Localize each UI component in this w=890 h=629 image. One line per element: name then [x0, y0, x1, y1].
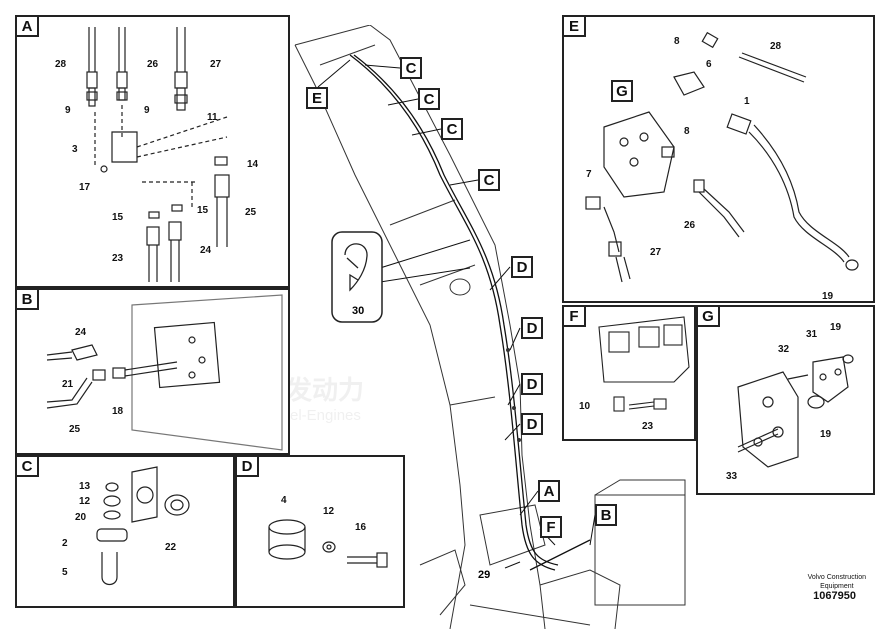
callout-g: G [611, 80, 633, 102]
label-4: 4 [281, 495, 287, 506]
label-6: 6 [706, 59, 712, 70]
label-8: 8 [674, 36, 680, 47]
label-28: 28 [55, 59, 67, 70]
label-29: 29 [478, 569, 490, 581]
callout-d: D [511, 256, 533, 278]
callout-a: A [538, 480, 560, 502]
panel-c: C 13 12 20 2 5 22 [15, 455, 235, 608]
callout-c: C [400, 57, 422, 79]
label-2: 2 [62, 538, 68, 549]
label-25: 25 [69, 424, 81, 435]
label-3: 3 [72, 144, 78, 155]
panel-tag: C [17, 457, 39, 477]
document-number: 1067950 [813, 590, 856, 602]
panel-d-drawing: 4 12 16 [268, 495, 388, 568]
panel-e: E G 8 28 6 1 8 7 26 27 19 [562, 15, 875, 303]
label-7: 7 [586, 169, 592, 180]
label-19: 19 [820, 429, 832, 440]
label-19: 19 [822, 291, 834, 301]
label-1: 1 [744, 96, 750, 107]
panel-e-drawing: 8 28 6 1 8 7 26 27 19 [585, 31, 859, 301]
label-27: 27 [650, 247, 662, 258]
label-15: 15 [112, 212, 124, 223]
panel-f: F 10 23 [562, 305, 696, 441]
label-16: 16 [355, 522, 367, 533]
label-5: 5 [62, 567, 68, 578]
panel-d: D 4 12 16 [235, 455, 405, 608]
label-32: 32 [778, 344, 790, 355]
label-28: 28 [770, 41, 782, 52]
brand-sub: Equipment [820, 583, 854, 590]
label-27: 27 [210, 59, 222, 70]
panel-tag: G [698, 307, 720, 327]
callout-d: D [521, 413, 543, 435]
label-23: 23 [642, 421, 654, 432]
panel-c-drawing: 13 12 20 2 5 22 [62, 466, 190, 586]
callout-c: C [418, 88, 440, 110]
label-20: 20 [75, 512, 87, 523]
label-22: 22 [165, 542, 177, 553]
callout-e: E [306, 87, 328, 109]
label-17: 17 [79, 182, 91, 193]
label-30: 30 [352, 305, 364, 317]
label-12: 12 [79, 496, 91, 507]
callout-d: D [521, 373, 543, 395]
callout-f: F [540, 516, 562, 538]
label-21: 21 [62, 379, 74, 390]
label-25: 25 [245, 207, 257, 218]
panel-tag: B [17, 290, 39, 310]
panel-b: B 24 21 18 25 [15, 288, 290, 455]
label-10: 10 [579, 401, 591, 412]
callout-b: B [595, 504, 617, 526]
label-23: 23 [112, 253, 124, 264]
label-9: 9 [65, 105, 71, 116]
label-18: 18 [112, 406, 124, 417]
brand-name: Volvo Construction [807, 574, 866, 581]
callout-c: C [441, 118, 463, 140]
panel-g: G 31 19 32 19 33 [696, 305, 875, 495]
label-9: 9 [144, 105, 150, 116]
panel-tag: A [17, 17, 39, 37]
panel-a: A 28 26 27 9 9 11 3 17 14 15 15 [15, 15, 290, 288]
panel-f-drawing: 10 23 [579, 316, 690, 432]
panel-tag: E [564, 17, 586, 37]
label-19: 19 [830, 322, 842, 333]
callout-c: C [478, 169, 500, 191]
label-26: 26 [684, 220, 696, 231]
label-13: 13 [79, 481, 91, 492]
label-15: 15 [197, 205, 209, 216]
brand-block: Volvo Construction Equipment [808, 573, 866, 591]
label-24: 24 [200, 245, 212, 256]
label-11: 11 [207, 112, 218, 123]
label-8: 8 [684, 126, 690, 137]
panel-a-drawing: 28 26 27 9 9 11 3 17 14 15 15 25 23 24 [55, 27, 259, 282]
main-boom-drawing [294, 25, 686, 629]
label-12: 12 [323, 506, 335, 517]
panel-b-drawing: 24 21 18 25 [46, 294, 283, 451]
label-26: 26 [147, 59, 159, 70]
callout-d: D [521, 317, 543, 339]
label-31: 31 [806, 329, 818, 340]
panel-g-drawing: 31 19 32 19 33 [726, 322, 854, 482]
label-33: 33 [726, 471, 738, 482]
label-24: 24 [75, 327, 87, 338]
panel-tag: F [564, 307, 586, 327]
label-14: 14 [247, 159, 259, 170]
panel-tag: D [237, 457, 259, 477]
